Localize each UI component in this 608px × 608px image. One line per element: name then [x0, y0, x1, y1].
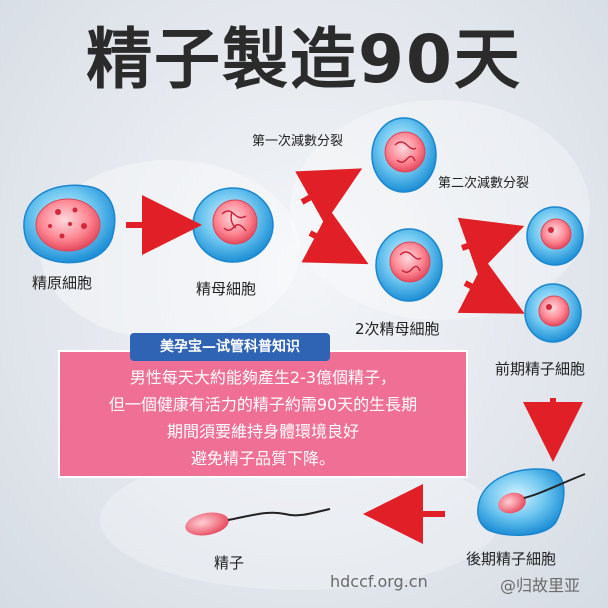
info-line-3: 期間須要維持身體環境良好: [166, 422, 359, 441]
secondary-spermatocyte-cell-top: [371, 117, 437, 193]
arrow-to-early-bottom: [457, 259, 525, 314]
page-title: 精子製造90天: [86, 21, 522, 98]
label-first-meiosis: 第一次減數分裂: [252, 134, 344, 149]
flow-arrows: [126, 168, 583, 544]
early-spermatid-cell-top: [526, 206, 584, 266]
label-early-spermatid: 前期精子細胞: [495, 360, 586, 378]
watermark-site: hdccf.org.cn: [330, 572, 428, 591]
info-line-2: 但一個健康有活力的精子約需90天的生長期: [108, 395, 418, 414]
primary-spermatocyte-cell: [192, 187, 274, 263]
arrow-to-secondary-top: [295, 168, 363, 224]
arrow-to-secondary-bottom: [301, 209, 369, 265]
label-secondary-spermatocyte: 2次精母細胞: [355, 320, 440, 338]
info-line-4: 避免精子品質下降。: [190, 449, 335, 468]
early-spermatid-cell-bottom: [524, 283, 582, 343]
arrow-to-early-top: [457, 217, 525, 275]
sperm-cell: [185, 508, 331, 536]
label-second-meiosis: 第二次減數分裂: [438, 176, 530, 191]
label-spermatogonia: 精原細胞: [32, 274, 93, 292]
info-line-1: 男性每天大約能夠產生2-3億個精子，: [129, 368, 397, 387]
spermatogonia-cell: [23, 184, 116, 264]
label-sperm: 精子: [214, 554, 245, 572]
late-spermatid-cell: [477, 468, 586, 536]
info-badge: 美孕宝—试管科普知识: [130, 333, 330, 361]
info-box: 男性每天大約能夠產生2-3億個精子， 但一個健康有活力的精子約需90天的生長期 …: [58, 350, 468, 478]
label-primary-spermatocyte: 精母細胞: [196, 280, 257, 298]
secondary-spermatocyte-cell-bottom: [375, 228, 443, 302]
label-late-spermatid: 後期精子細胞: [466, 550, 557, 568]
watermark-account: @归故里亚: [500, 576, 581, 595]
